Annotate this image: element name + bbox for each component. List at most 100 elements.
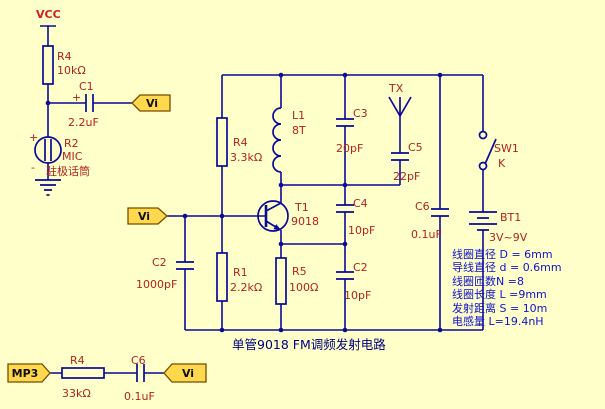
junction-dot xyxy=(278,327,284,333)
capacitor-plates-icon xyxy=(391,152,409,161)
note-line: 线圈长度 L =9mm xyxy=(452,287,547,301)
resistor-r5[interactable]: R5 100Ω xyxy=(275,257,318,305)
c1-polarity-plus: + xyxy=(72,91,81,104)
switch-sw1[interactable]: SW1 K xyxy=(478,130,519,171)
c4-value: 10pF xyxy=(348,224,375,237)
battery-plates-icon xyxy=(469,211,497,231)
capacitor-c2-1000pf[interactable]: C2 1000pF xyxy=(136,256,194,291)
mic-chinese-label: 驻极话筒 xyxy=(46,164,90,178)
c2b-designator: C2 xyxy=(353,261,368,274)
vcc-power-symbol[interactable]: VCC xyxy=(36,8,61,46)
tx-label: TX xyxy=(388,82,404,95)
capacitor-c5[interactable]: C5 22pF xyxy=(391,141,423,183)
capacitor-c6-bypass[interactable]: C6 0.1uF xyxy=(411,200,449,241)
r4b-value: 3.3kΩ xyxy=(230,151,262,164)
note-line: 线圈直径 D = 6mm xyxy=(452,247,553,261)
c1-designator: C1 xyxy=(79,80,94,93)
r1-designator: R1 xyxy=(233,266,248,279)
junction-dot xyxy=(437,327,443,333)
antenna-tx[interactable]: TX xyxy=(388,82,412,117)
mic-designator: R2 xyxy=(64,137,79,150)
capacitor-c3[interactable]: C3 20pF xyxy=(336,107,368,155)
junction-dot xyxy=(342,72,348,78)
note-line: 线圈匝数N =8 xyxy=(452,274,524,288)
port-vi-bottom[interactable]: Vi xyxy=(163,363,207,383)
sw1-value: K xyxy=(498,157,506,170)
junction-dot xyxy=(219,327,225,333)
junction-dot xyxy=(437,72,443,78)
r4c-value: 33kΩ xyxy=(62,387,91,400)
c6-value: 0.1uF xyxy=(411,228,442,241)
r4-designator: R4 xyxy=(57,50,72,63)
c2a-value: 1000pF xyxy=(136,278,177,291)
junction-dot xyxy=(342,182,348,188)
resistor-body-icon xyxy=(42,45,54,85)
l1-value: 8T xyxy=(292,124,306,137)
junction-dot xyxy=(45,100,51,106)
resistor-r1[interactable]: R1 2.2kΩ xyxy=(216,252,262,302)
resistor-body-icon xyxy=(275,257,287,305)
resistor-r4-33k[interactable]: R4 33kΩ xyxy=(61,354,105,400)
battery-bt1[interactable]: BT1 3V~9V xyxy=(469,211,528,244)
mic-polarity-minus: - xyxy=(31,161,35,174)
switch-contact-icon xyxy=(478,130,488,140)
transistor-t1[interactable]: T1 9018 xyxy=(257,200,319,232)
port-flag-icon xyxy=(127,207,168,225)
c6i-designator: C6 xyxy=(131,354,146,367)
r4c-designator: R4 xyxy=(70,354,85,367)
junction-dot xyxy=(342,241,348,247)
switch-contact-icon xyxy=(478,161,488,171)
c6i-value: 0.1uF xyxy=(124,390,155,403)
capacitor-c2-10pf[interactable]: C2 10pF xyxy=(336,261,371,302)
junction-dot xyxy=(278,182,284,188)
r5-value: 100Ω xyxy=(289,281,318,294)
capacitor-plates-icon xyxy=(176,261,194,270)
port-flag-icon xyxy=(163,363,207,383)
capacitor-plates-icon xyxy=(336,204,354,213)
note-line: 电感量 L=19.4nH xyxy=(452,315,544,328)
note-line: 发射距离 S = 10m xyxy=(452,301,547,315)
capacitor-plates-icon xyxy=(85,94,94,112)
resistor-r4-10k[interactable]: R4 10kΩ xyxy=(42,45,86,85)
junction-dot xyxy=(342,327,348,333)
junction-dots xyxy=(45,72,443,333)
capacitor-plates-icon xyxy=(336,118,354,127)
c1-value: 2.2uF xyxy=(68,116,99,129)
r4-value: 10kΩ xyxy=(57,64,86,77)
r4b-designator: R4 xyxy=(233,136,248,149)
c2a-designator: C2 xyxy=(152,256,167,269)
capacitor-c1[interactable]: C1 + 2.2uF xyxy=(68,80,99,129)
resistor-body-icon xyxy=(61,367,105,379)
inductor-coil-icon xyxy=(272,107,282,173)
port-flag-icon xyxy=(131,94,171,112)
port-mp3[interactable]: MP3 xyxy=(7,363,51,383)
port-vi-mid[interactable]: Vi xyxy=(127,207,168,225)
capacitor-c4[interactable]: C4 10pF xyxy=(336,197,375,237)
microphone-r2[interactable]: + - R2 MIC 驻极话筒 xyxy=(29,131,90,178)
port-vi-mid-label: Vi xyxy=(138,210,150,223)
wire-mic-branch xyxy=(47,84,132,180)
c4-designator: C4 xyxy=(353,197,368,210)
c6-designator: C6 xyxy=(415,200,430,213)
circuit-caption: 单管9018 FM调频发射电路 xyxy=(232,337,386,352)
resistor-body-icon xyxy=(216,117,228,167)
c2b-value: 10pF xyxy=(344,289,371,302)
resistor-body-icon xyxy=(216,252,228,302)
coil-notes: 线圈直径 D = 6mm 导线直径 d = 0.6mm 线圈匝数N =8 线圈长… xyxy=(452,247,562,328)
capacitor-plates-icon xyxy=(136,364,145,382)
emitter-arrow-icon xyxy=(273,224,281,230)
note-line: 导线直径 d = 0.6mm xyxy=(452,260,562,274)
c5-designator: C5 xyxy=(408,141,423,154)
port-vi-top[interactable]: Vi xyxy=(131,94,171,112)
port-vi-top-label: Vi xyxy=(146,97,158,110)
wires xyxy=(47,74,484,374)
transistor-collector-icon xyxy=(265,202,282,212)
resistor-r4-3k3[interactable]: R4 3.3kΩ xyxy=(216,117,262,167)
port-flag-icon xyxy=(7,363,51,383)
inductor-l1[interactable]: L1 8T xyxy=(272,107,306,173)
t1-designator: T1 xyxy=(294,201,309,214)
switch-blade-icon xyxy=(484,138,497,164)
capacitor-c6-input[interactable]: C6 0.1uF xyxy=(124,354,155,403)
ground-symbol xyxy=(35,179,61,196)
